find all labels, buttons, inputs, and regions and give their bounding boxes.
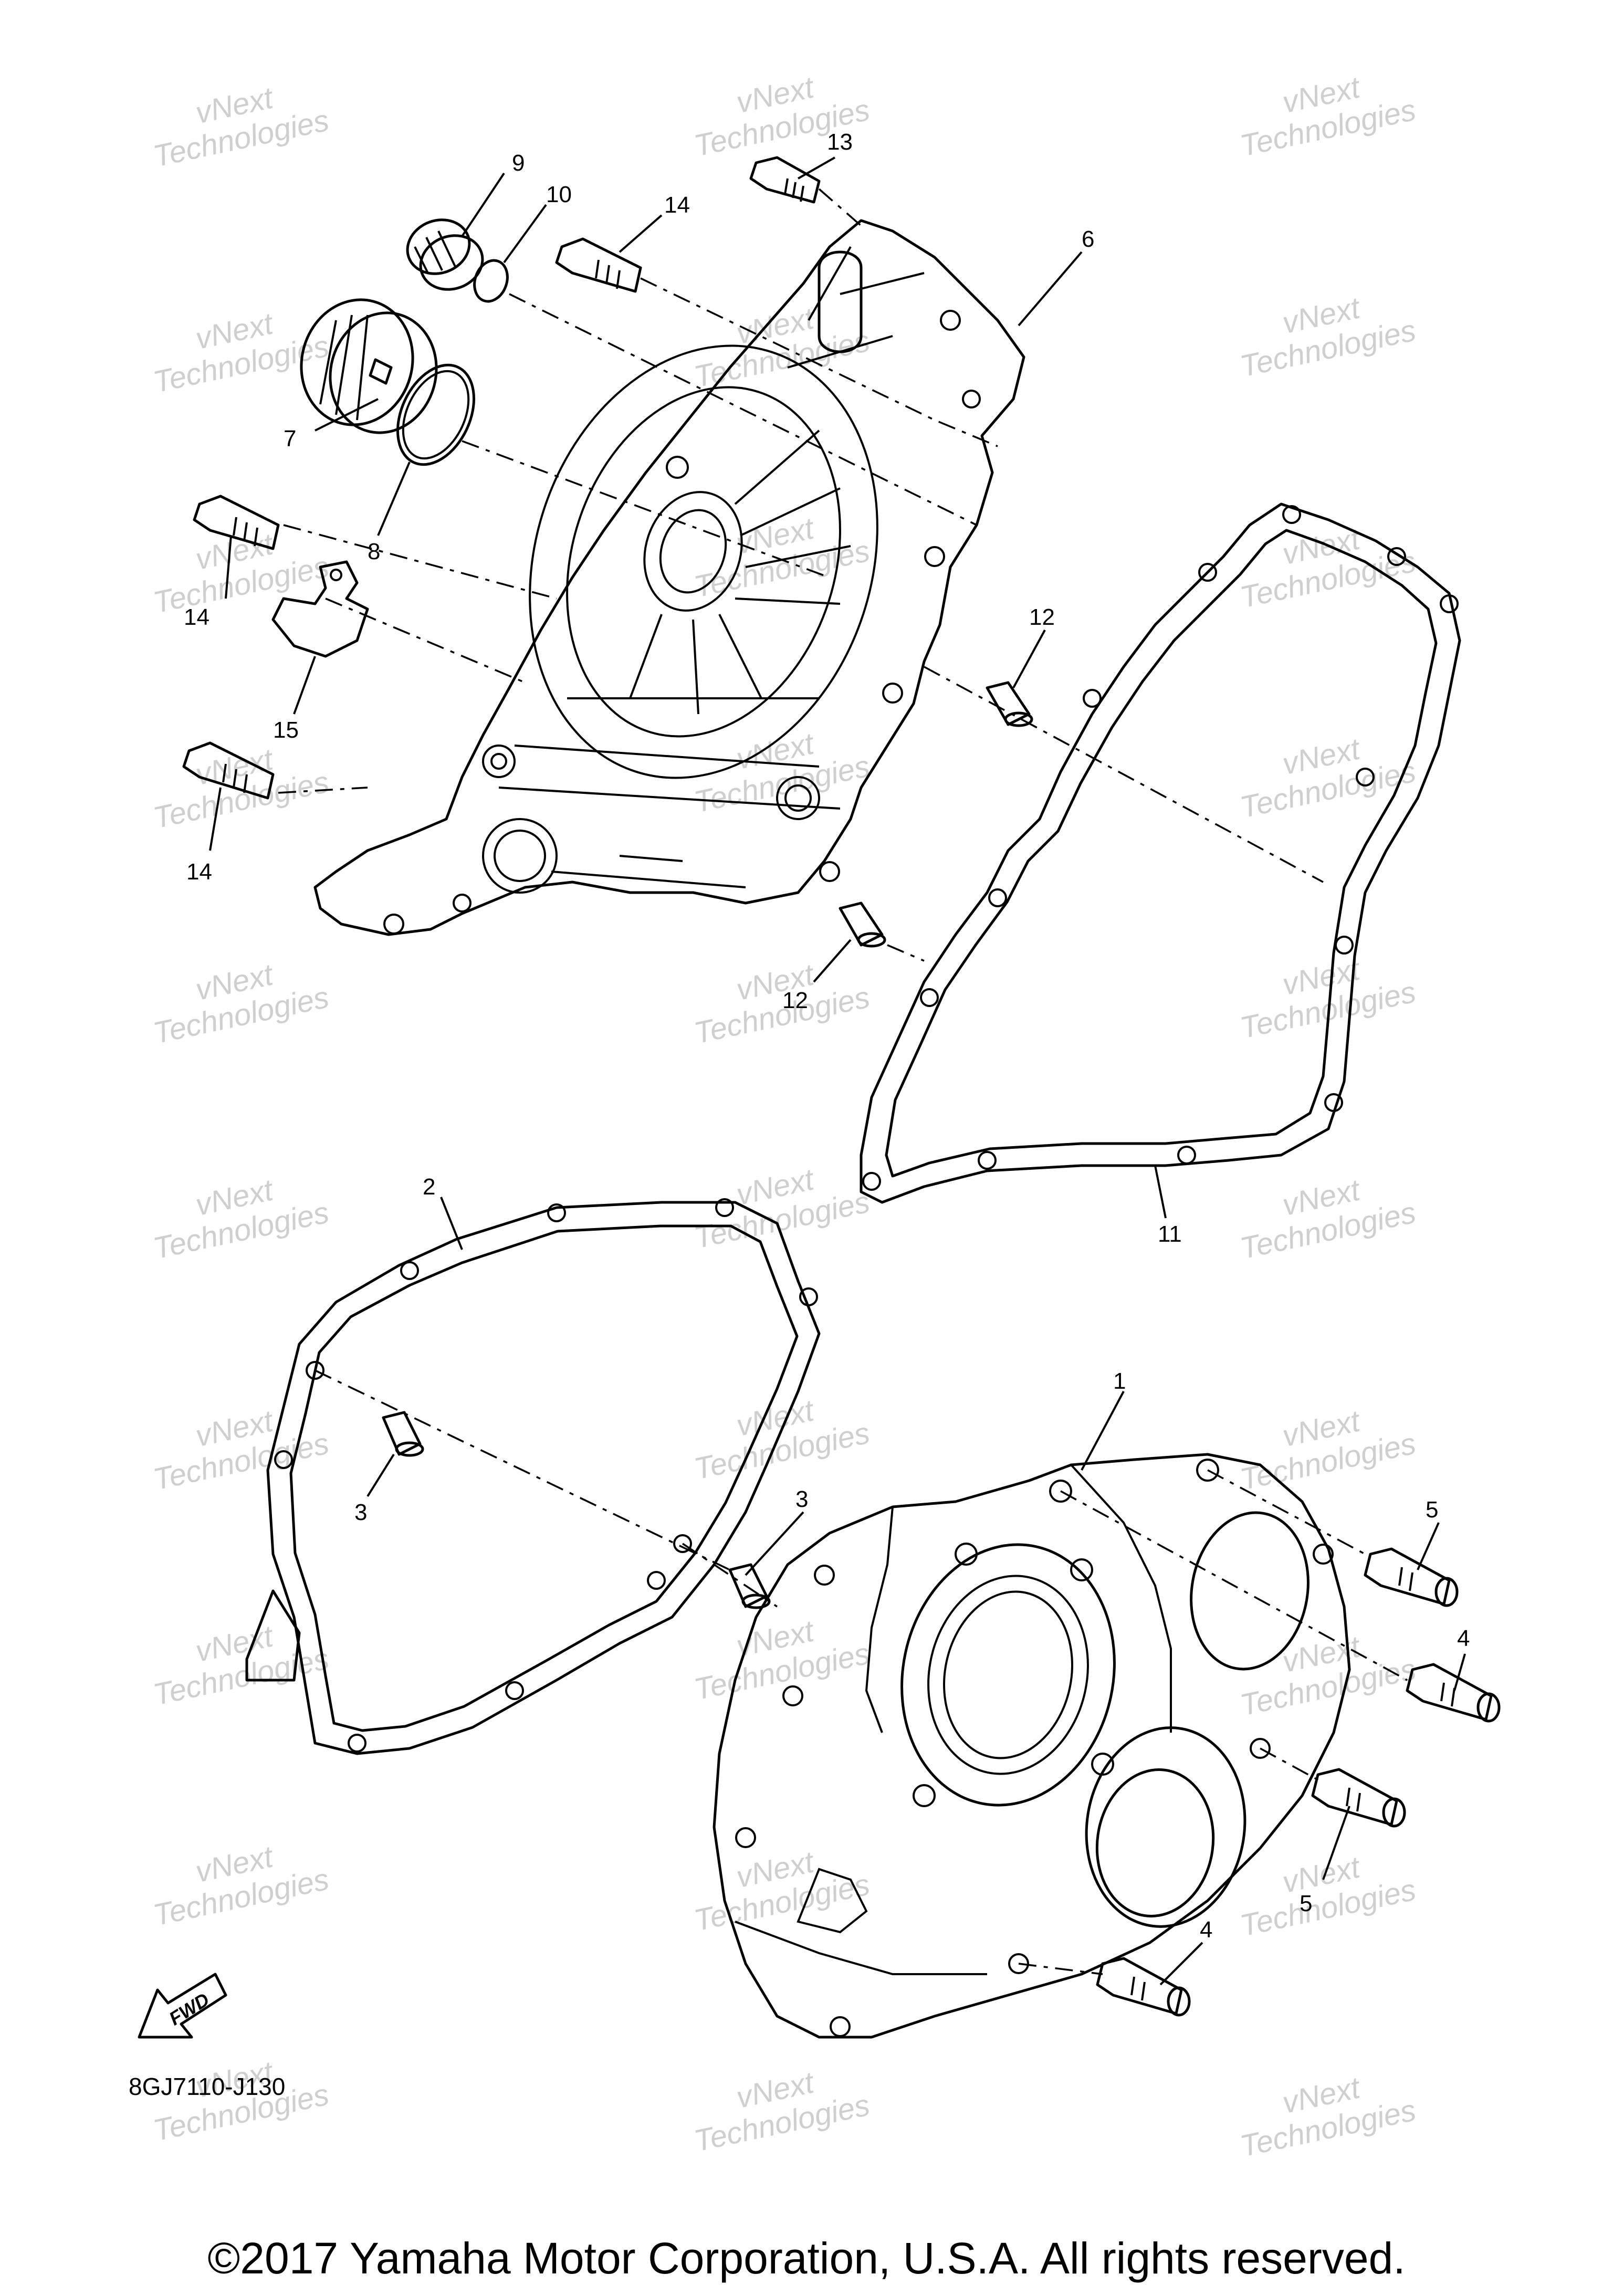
leader-lines: [209, 156, 1466, 1986]
callout-3: 3: [795, 1486, 808, 1512]
diagram-code: 8GJ7110-J130: [129, 2073, 285, 2100]
callout-labels: 9 10 14 13 6 7 8 14 15 14 12 12 11 2 3 3…: [184, 129, 1470, 1943]
callout-1: 1: [1113, 1368, 1126, 1394]
part-11-gasket: [860, 502, 1461, 1204]
callout-5: 5: [1300, 1891, 1312, 1916]
part-12-dowel-pin: [986, 681, 1033, 727]
part-15-clamp: [271, 560, 369, 658]
part-10-o-ring: [473, 259, 509, 303]
copyright-notice: ©2017 Yamaha Motor Corporation, U.S.A. A…: [207, 2234, 1405, 2283]
callout-15: 15: [273, 717, 299, 743]
part-14-bolt: [555, 237, 642, 293]
callout-11: 11: [1158, 1221, 1182, 1247]
part-6-crankcase-cover: [313, 219, 1025, 936]
part-14-bolt: [193, 495, 280, 550]
callout-4: 4: [1457, 1626, 1470, 1651]
part-3-dowel-pin: [728, 1563, 771, 1609]
part-13-bolt: [749, 156, 821, 204]
alignment-lines-top: [278, 188, 1324, 962]
part-14-bolt: [182, 741, 275, 800]
callout-9: 9: [512, 150, 525, 176]
callout-14: 14: [664, 192, 690, 218]
part-1-crankcase-cover: [713, 1453, 1351, 2039]
alignment-lines-bottom: [315, 1369, 1408, 1975]
callout-14: 14: [184, 604, 210, 630]
callout-5: 5: [1426, 1497, 1438, 1523]
callout-12: 12: [782, 988, 808, 1013]
callout-3: 3: [354, 1500, 367, 1525]
callout-6: 6: [1082, 226, 1094, 252]
part-9-plug: [406, 218, 484, 291]
fwd-label: FWD: [165, 1988, 213, 2029]
callout-2: 2: [423, 1174, 435, 1200]
part-5-bolt: [1364, 1547, 1459, 1607]
part-4-bolt: [1406, 1663, 1501, 1723]
part-8-o-ring: [396, 363, 476, 466]
part-3-dowel-pin: [382, 1411, 424, 1457]
part-2-gasket: [245, 1198, 821, 1755]
callout-13: 13: [827, 129, 853, 155]
callout-8: 8: [368, 539, 380, 564]
callout-4: 4: [1200, 1917, 1212, 1943]
callout-7: 7: [284, 426, 296, 452]
callout-14: 14: [186, 859, 212, 885]
fwd-arrow: FWD: [138, 1973, 227, 2039]
part-12-dowel-pin: [839, 901, 886, 948]
part-5-bolt: [1311, 1768, 1406, 1828]
callout-10: 10: [546, 182, 572, 207]
part-4-bolt: [1096, 1957, 1191, 2017]
callout-12: 12: [1029, 604, 1055, 630]
part-7-plug: [300, 298, 438, 434]
